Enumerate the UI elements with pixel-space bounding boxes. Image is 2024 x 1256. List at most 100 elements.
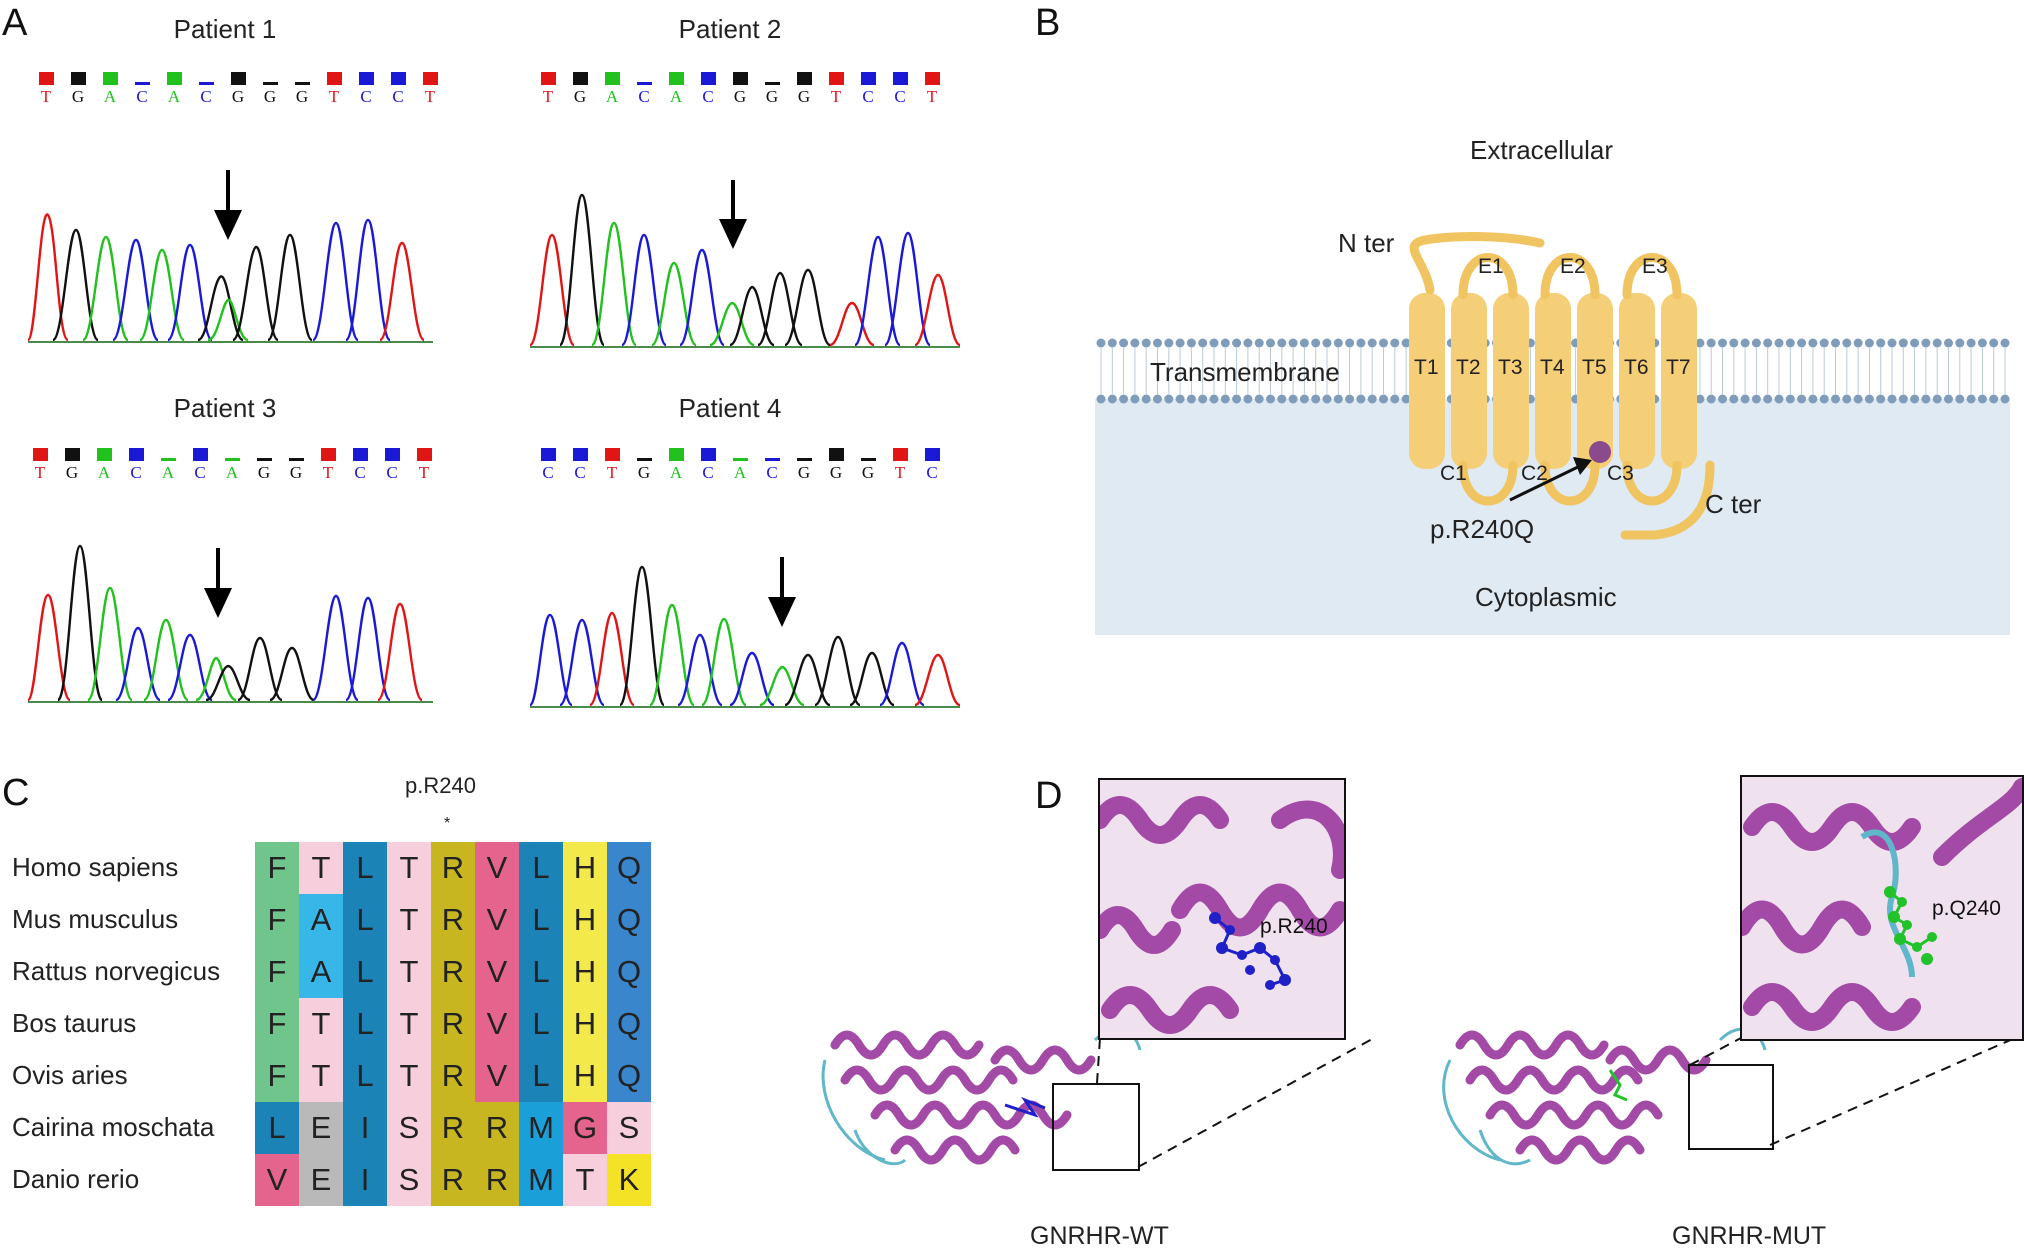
alignment-cell: L: [343, 894, 387, 946]
helix-t1: [1409, 293, 1445, 469]
alignment-cell: I: [343, 1102, 387, 1154]
intracellular-loop-label: C3: [1607, 462, 1634, 485]
alignment-cell: T: [387, 946, 431, 998]
base-call: A: [94, 72, 126, 107]
alignment-cell: S: [607, 1102, 651, 1154]
species-label: Mus musculus: [12, 904, 179, 934]
base-call: C: [350, 72, 382, 107]
alignment-cell: Q: [607, 1050, 651, 1102]
patient-3-title: Patient 3: [173, 393, 277, 423]
alignment-cell: K: [607, 1154, 651, 1206]
base-call: T: [318, 72, 350, 107]
base-call: G: [286, 72, 318, 107]
alignment-cell: F: [255, 998, 299, 1050]
base-call: C: [916, 448, 948, 483]
alignment-cell: F: [255, 1050, 299, 1102]
helix-label: T1: [1414, 356, 1439, 379]
wt-structure: [821, 1027, 1142, 1166]
helix-label: T4: [1540, 356, 1565, 379]
mutation-site-dot: [1589, 441, 1611, 463]
species-label: Bos taurus: [12, 1008, 137, 1038]
base-call: T: [30, 72, 62, 107]
alignment-cell: T: [387, 998, 431, 1050]
base-call: T: [916, 72, 948, 107]
alignment-cell: E: [299, 1154, 343, 1206]
alignment-cell: Q: [607, 946, 651, 998]
alignment-cell: V: [475, 842, 519, 894]
mut-zoom-box: [1688, 1064, 1774, 1150]
patient-2-title: Patient 2: [678, 14, 782, 44]
base-call: C: [628, 72, 660, 107]
species-label: Cairina moschata: [12, 1112, 215, 1142]
patient-4-chromatogram: [530, 557, 960, 708]
intracellular-loop-label: C2: [1521, 462, 1548, 485]
wt-zoom-lines: [1096, 1037, 1375, 1168]
patient-2-chromatogram: [530, 180, 960, 348]
alignment-cell: L: [519, 1050, 563, 1102]
extracellular-label: Extracellular: [1470, 135, 1613, 165]
loop-paths: [1409, 232, 1715, 540]
helix-label: T5: [1582, 356, 1607, 379]
mutation-arrow-icon: [1509, 463, 1583, 502]
alignment-cell: L: [519, 946, 563, 998]
base-call: C: [120, 448, 152, 483]
alignment-cell: R: [431, 894, 475, 946]
arrow-icon: [214, 170, 242, 240]
alignment-cell: R: [431, 1102, 475, 1154]
species-label: Ovis aries: [12, 1060, 128, 1090]
n-ter-label: N ter: [1338, 228, 1395, 258]
base-call: C: [184, 448, 216, 483]
alignment-cell: V: [475, 894, 519, 946]
position-label: p.R240: [405, 773, 476, 798]
alignment-cell: I: [343, 1154, 387, 1206]
base-call: A: [152, 448, 184, 483]
base-call: G: [280, 448, 312, 483]
base-call: T: [596, 448, 628, 483]
base-call: G: [254, 72, 286, 107]
patient-1-title: Patient 1: [173, 14, 277, 44]
alignment-cell: L: [255, 1102, 299, 1154]
alignment-cell: H: [563, 842, 607, 894]
alignment-cell: E: [299, 1102, 343, 1154]
base-call: C: [756, 448, 788, 483]
alignment-cell: Q: [607, 998, 651, 1050]
base-call: C: [382, 72, 414, 107]
alignment-cell: F: [255, 894, 299, 946]
base-call: A: [724, 448, 756, 483]
alignment-cell: H: [563, 998, 607, 1050]
mut-caption: GNRHR-MUT: [1672, 1222, 1827, 1250]
base-call: T: [414, 72, 446, 107]
alignment-cell: T: [299, 998, 343, 1050]
alignment-cell: F: [255, 842, 299, 894]
alignment-cell: S: [387, 1154, 431, 1206]
alignment-cell: V: [475, 946, 519, 998]
base-call: A: [660, 72, 692, 107]
base-call: G: [62, 72, 94, 107]
alignment-cell: F: [255, 946, 299, 998]
alignment-cell: R: [431, 946, 475, 998]
arrow-icon: [204, 548, 232, 618]
alignment-cell: R: [431, 842, 475, 894]
alignment-cell: M: [519, 1102, 563, 1154]
alignment-cell: T: [387, 1050, 431, 1102]
alignment-cell: L: [519, 894, 563, 946]
patient-1-chromatogram: [28, 170, 433, 343]
base-call: G: [222, 72, 254, 107]
arrow-icon: [719, 180, 747, 249]
base-call: G: [820, 448, 852, 483]
alignment-cell: A: [299, 894, 343, 946]
helix-t4: [1535, 293, 1571, 469]
panel-letter-b: B: [1035, 2, 1061, 44]
base-call: A: [596, 72, 628, 107]
base-call: C: [344, 448, 376, 483]
species-label: Rattus norvegicus: [12, 956, 221, 986]
helix-label: T3: [1498, 356, 1523, 379]
alignment-cell: A: [299, 946, 343, 998]
extracellular-loop-label: E1: [1478, 255, 1504, 278]
panel-letter-d: D: [1035, 775, 1063, 817]
base-call: A: [660, 448, 692, 483]
transmembrane-label: Transmembrane: [1150, 357, 1340, 387]
